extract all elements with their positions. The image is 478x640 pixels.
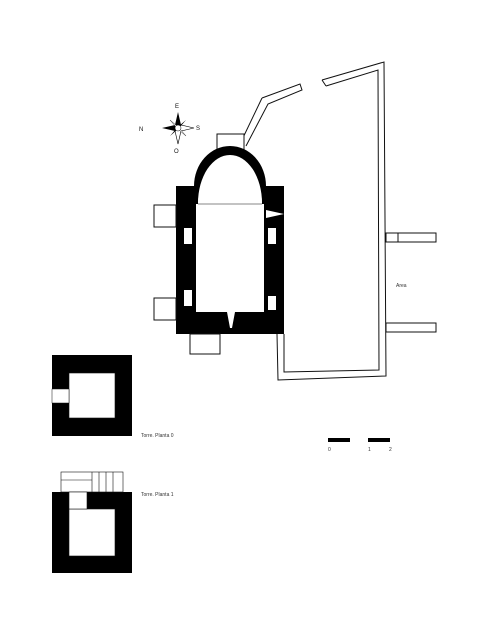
compass-north: N — [139, 127, 143, 133]
window-left-1 — [184, 228, 192, 244]
buttress-bottom — [189, 333, 221, 355]
plan0-door — [51, 388, 70, 404]
window-left-2 — [184, 290, 192, 306]
scale-mark-0: 0 — [328, 447, 331, 453]
inner-room — [196, 204, 264, 312]
tower-plan-0 — [51, 355, 132, 436]
scale-bar: 0 1 2 — [328, 438, 392, 453]
plan1-stairs — [60, 471, 124, 510]
door-right — [266, 210, 284, 218]
door-bottom — [227, 312, 235, 328]
diagonal-wall — [239, 83, 303, 147]
scale-mark-2: 2 — [389, 447, 392, 453]
courtyard-wall — [276, 61, 387, 381]
compass-east: E — [175, 104, 179, 110]
window-right-2 — [268, 296, 276, 310]
area-label: Area — [396, 283, 407, 289]
compass-south: S — [196, 126, 200, 132]
buttress-left-bottom — [153, 297, 177, 321]
scale-mark-1: 1 — [368, 447, 371, 453]
apse-interior — [198, 168, 262, 204]
window-right-1 — [268, 228, 276, 244]
right-annex-walls — [385, 232, 437, 333]
plan0-caption: Torre. Planta 0 — [141, 433, 174, 439]
compass-rose: N E S O — [139, 104, 200, 155]
plan1-caption: Torre. Planta 1 — [141, 492, 174, 498]
compass-west: O — [174, 149, 179, 155]
thick-walls — [176, 146, 284, 334]
buttress-left-top — [153, 204, 177, 228]
tower-plan-1 — [52, 471, 132, 573]
main-building — [153, 133, 284, 355]
